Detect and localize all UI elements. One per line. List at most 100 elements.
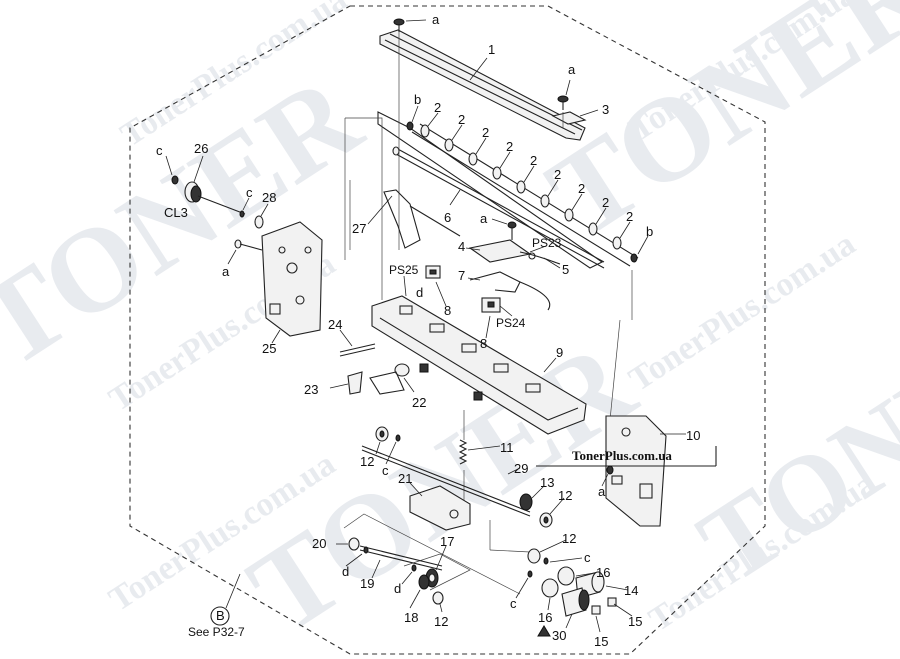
part-12-bushing-d: [432, 591, 444, 613]
part-8-sensor-a: [425, 265, 447, 307]
part-18-gear: [401, 564, 430, 609]
part-21-bracket: [409, 482, 471, 531]
callout-16a: 16: [596, 565, 610, 580]
callout-14: 14: [624, 583, 638, 598]
callout-b-left: b: [414, 92, 421, 107]
part-23-lever: [329, 371, 363, 395]
callout-2a: 2: [434, 100, 441, 115]
callout-20: 20: [312, 536, 326, 551]
callout-ps25: PS25: [389, 263, 419, 277]
part-30-roller: [537, 587, 590, 637]
callout-ps24: PS24: [496, 316, 526, 330]
callout-29: 29: [514, 461, 528, 476]
callout-27: 27: [352, 221, 366, 236]
callout-9: 9: [556, 345, 563, 360]
callout-21: 21: [398, 471, 412, 486]
screw-a-left: [227, 239, 263, 265]
ps23-label-line: [529, 245, 547, 253]
guide-lines: [344, 32, 633, 421]
callout-ps23: PS23: [532, 236, 562, 250]
ring-c-28: [239, 197, 269, 229]
callout-23: 23: [304, 382, 318, 397]
callout-12a: 12: [360, 454, 374, 469]
callout-11: 11: [500, 440, 514, 455]
callout-a-top: a: [432, 12, 440, 27]
callout-d-top: d: [416, 285, 423, 300]
callout-c-bot: c: [510, 596, 517, 611]
callout-cl3: CL3: [164, 205, 188, 220]
callout-b-circle: B: [216, 608, 225, 623]
part-2-roller-sheet: [377, 111, 639, 269]
callout-c-low: c: [584, 550, 591, 565]
callout-26: 26: [194, 141, 208, 156]
screw-top: [393, 18, 427, 32]
part-27-lever: [367, 189, 461, 249]
callout-16b: 16: [538, 610, 552, 625]
callout-12c: 12: [562, 531, 576, 546]
part-12-bushing-a: [375, 426, 401, 465]
callout-10: 10: [686, 428, 700, 443]
callout-2b: 2: [458, 112, 465, 127]
callout-2f: 2: [554, 167, 561, 182]
callout-c-12: c: [382, 463, 389, 478]
callout-17: 17: [440, 534, 454, 549]
part-10-side-plate: [605, 415, 686, 527]
callout-2i: 2: [626, 209, 633, 224]
part-22-roller: [369, 363, 415, 395]
callout-2c: 2: [482, 125, 489, 140]
part-2-rollers: [406, 121, 638, 263]
watermark-site-4: TonerPlus.com.ua: [623, 225, 862, 398]
callout-a-right: a: [568, 62, 576, 77]
part-13-gear: [519, 485, 545, 511]
warning-triangle-icon: [537, 625, 551, 637]
site-label-box: TonerPlus.com.ua: [536, 446, 717, 467]
callout-18: 18: [404, 610, 418, 625]
callout-15b: 15: [594, 634, 608, 649]
screw-right: [557, 79, 571, 110]
part-9-main-frame: [371, 295, 587, 435]
ps25-leader: [403, 275, 407, 297]
part-24-pin: [339, 329, 376, 357]
callout-30: 30: [552, 628, 566, 643]
screw-a-low: [601, 465, 614, 487]
callout-15a: 15: [628, 614, 642, 629]
callout-19: 19: [360, 576, 374, 591]
callout-25: 25: [262, 341, 276, 356]
part-4-screw: [491, 218, 517, 240]
callout-28: 28: [262, 190, 276, 205]
callout-2g: 2: [578, 181, 585, 196]
callout-c-28: c: [246, 185, 253, 200]
callout-2d: 2: [506, 139, 513, 154]
callout-1: 1: [488, 42, 495, 57]
callout-d-low1: d: [342, 564, 349, 579]
part-19-shaft: [345, 545, 443, 579]
part-15-clip-b: [591, 605, 601, 633]
callout-22: 22: [412, 395, 426, 410]
callout-d-low2: d: [394, 581, 401, 596]
callout-2e: 2: [530, 153, 537, 168]
callout-a-left: a: [222, 264, 230, 279]
callout-13: 13: [540, 475, 554, 490]
leaders-2: [411, 105, 649, 255]
part-1-top-rail: [379, 29, 586, 141]
part-4-bracket: [465, 239, 532, 263]
part-29-shaft: [361, 445, 531, 517]
part-7-sensor: [467, 271, 551, 311]
part-16-roller-b: [515, 570, 559, 611]
part-25-side-plate: [261, 221, 323, 344]
part-12-bushing-c: [527, 539, 583, 565]
callout-8b: 8: [480, 336, 487, 351]
callout-c-top: c: [156, 143, 163, 158]
part-5-harness: [519, 251, 561, 269]
callout-b-right: b: [646, 224, 653, 239]
part-12-bushing-b: [539, 497, 565, 528]
callout-4: 4: [458, 239, 465, 254]
callout-2h: 2: [602, 195, 609, 210]
callout-24: 24: [328, 317, 342, 332]
part-15-clip-a: [607, 597, 633, 617]
lower-guides: [343, 513, 531, 595]
part-8-sensor-b: [481, 297, 513, 339]
callout-5: 5: [562, 262, 569, 277]
